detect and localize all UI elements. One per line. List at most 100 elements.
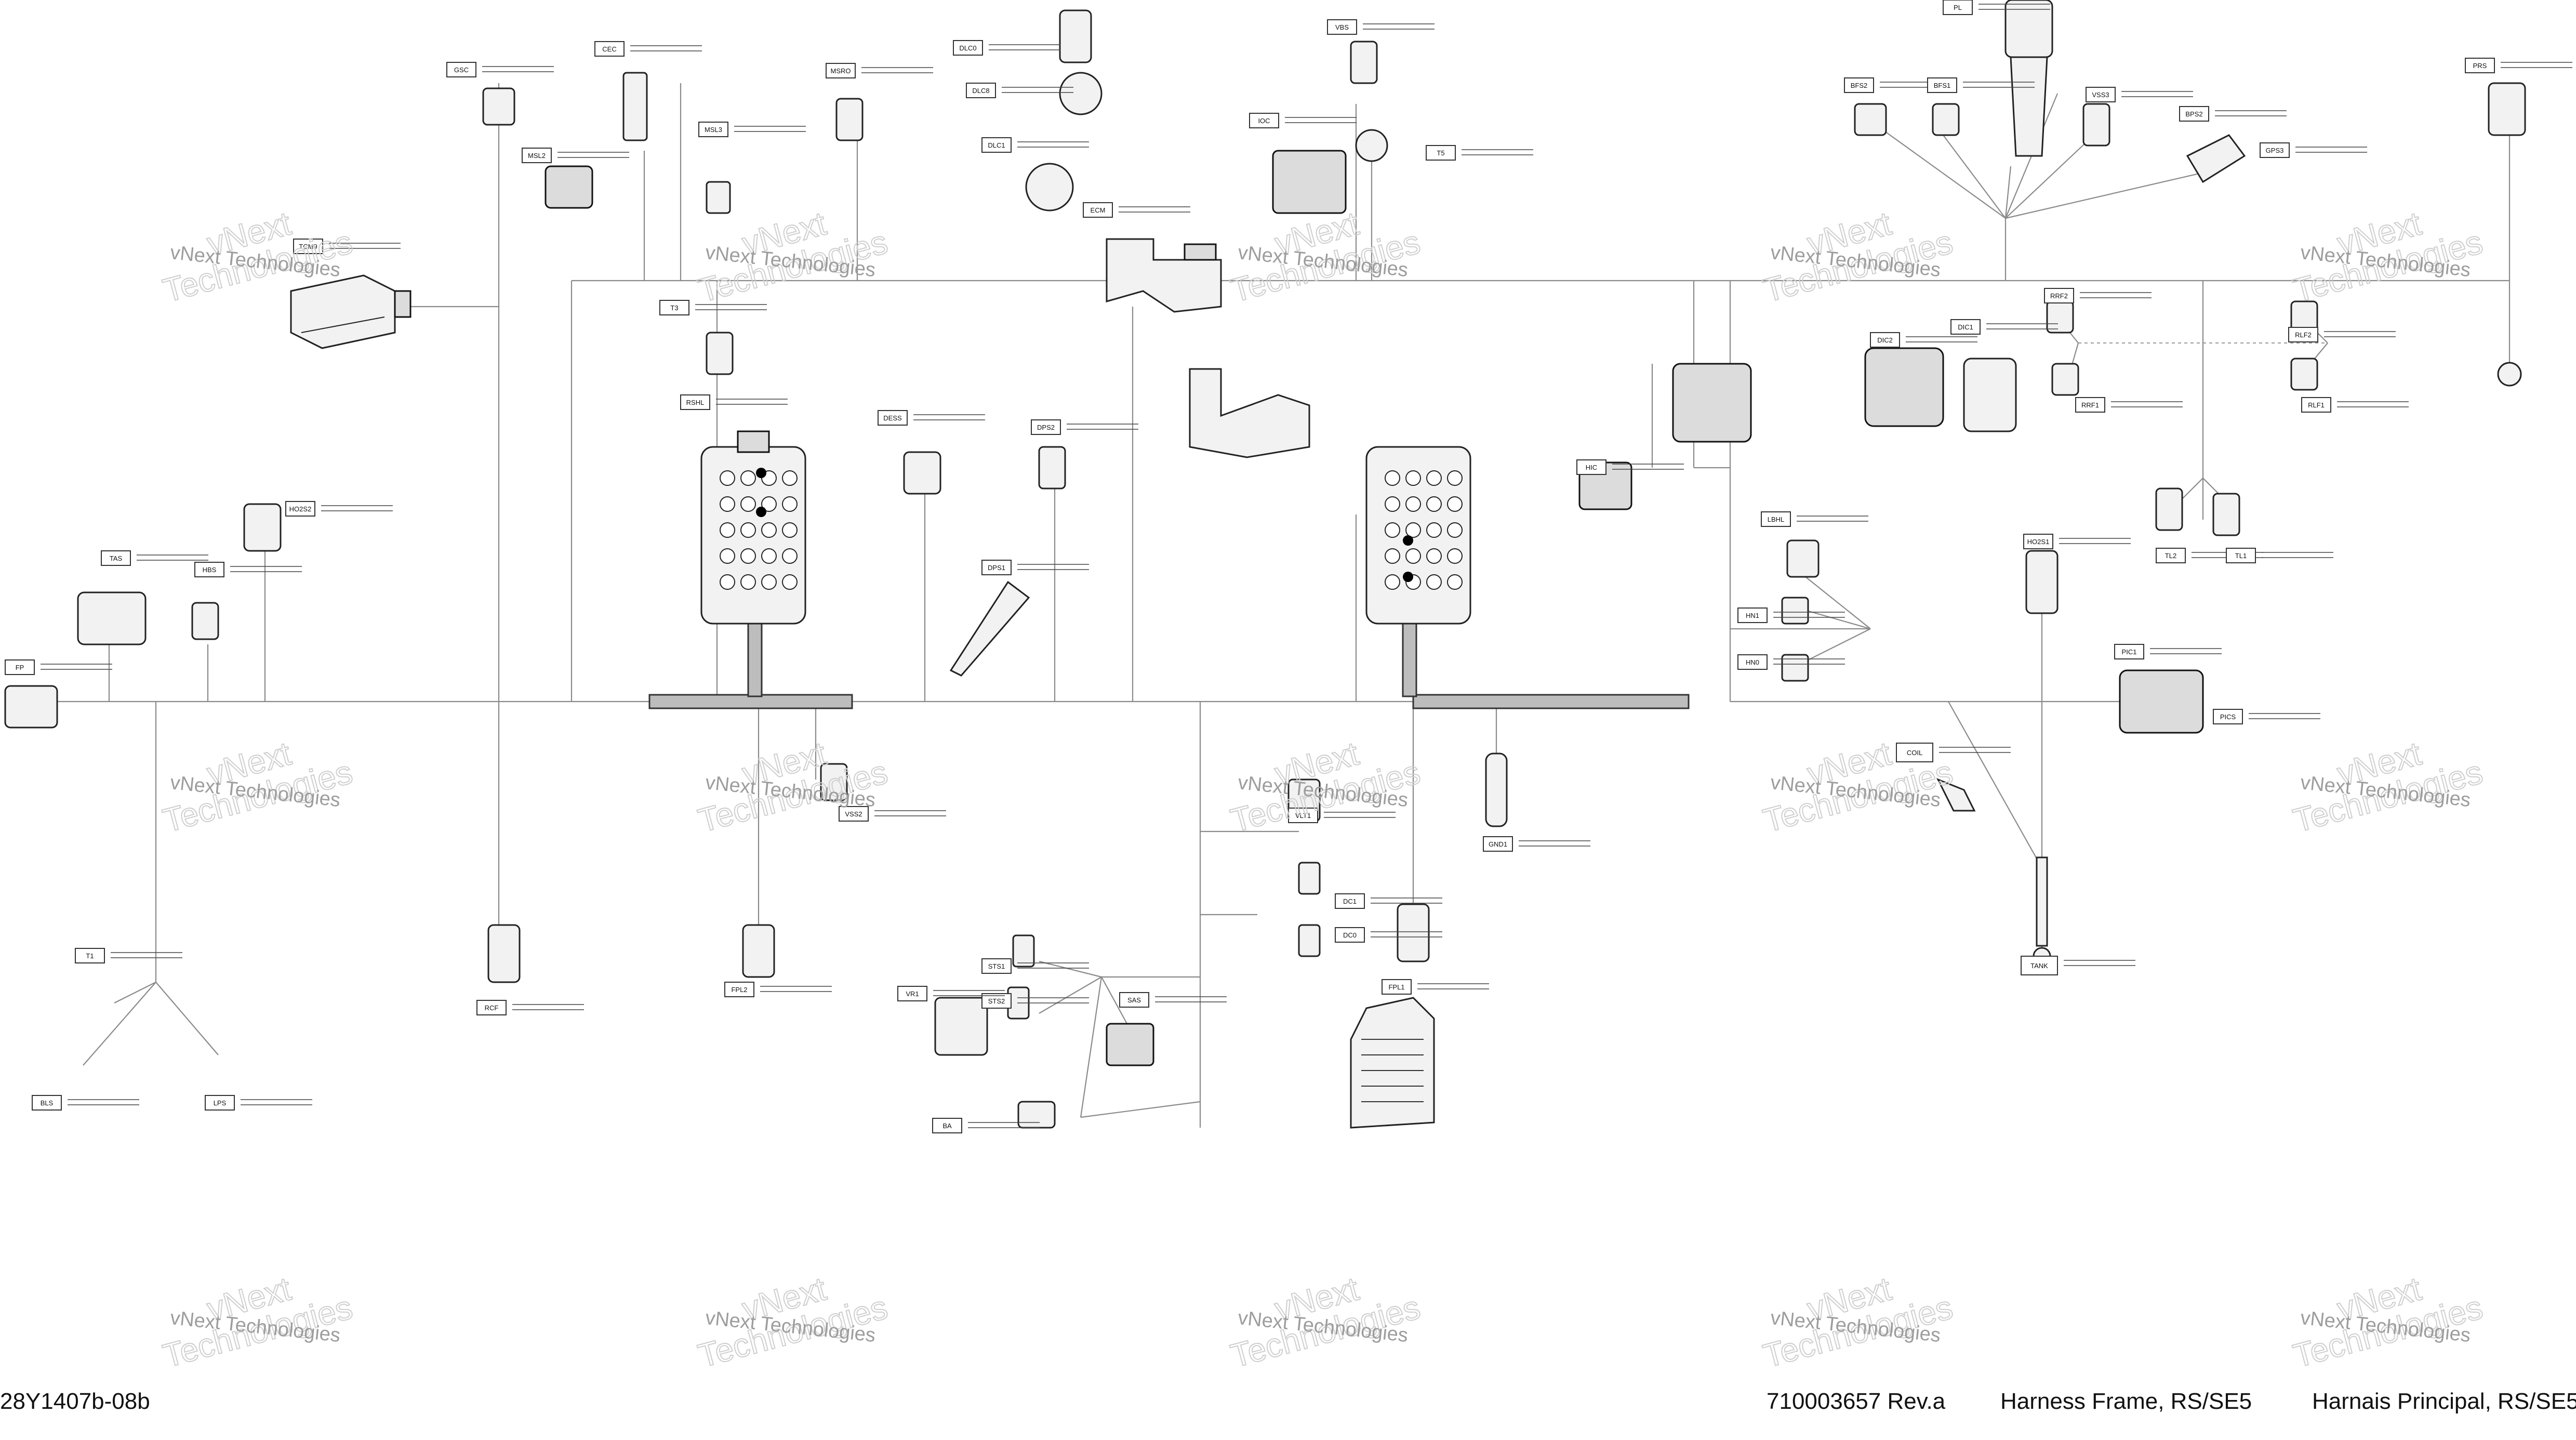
tag-dic1: DIC1 <box>1950 319 2058 335</box>
tag-dc0: DC0 <box>1335 927 1442 943</box>
rshl-connector <box>706 332 734 375</box>
tag-hn1: HN1 <box>1737 607 1845 623</box>
tag-cec: CEC <box>594 41 702 57</box>
tag-vr1: VR1 <box>897 986 1005 1001</box>
tag-dps2: DPS2 <box>1031 419 1138 435</box>
tag-label: BLS <box>41 1099 54 1107</box>
tag-vss3: VSS3 <box>2086 87 2193 102</box>
tag-tank: TANK <box>2021 956 2135 975</box>
tag-t1: T1 <box>75 948 182 963</box>
fpl1-connector <box>1397 903 1430 962</box>
ho2s1-connector <box>2025 550 2059 614</box>
tag-label: MSL3 <box>705 126 722 134</box>
dlc0-connector <box>1059 9 1092 63</box>
tank-sensor <box>2036 856 2048 947</box>
tag-ba: BA <box>932 1118 1040 1133</box>
tag-dps1: DPS1 <box>981 560 1089 575</box>
vr1-connector <box>934 997 988 1056</box>
tag-gnd1: GND1 <box>1483 836 1590 852</box>
tag-label: LPS <box>214 1099 227 1107</box>
msro-connector <box>835 98 864 141</box>
tag-label: GSC <box>454 66 469 74</box>
tag-pic1: PIC1 <box>2114 644 2222 659</box>
ioc-connector <box>1272 150 1347 214</box>
tag-rrf1: RRF1 <box>2075 397 2183 413</box>
tag-label: MSL2 <box>528 152 546 160</box>
ho2s2-connector <box>243 503 282 552</box>
tag-label: DPS1 <box>988 564 1005 572</box>
tag-dic2: DIC2 <box>1870 332 1977 348</box>
tag-label: RRF2 <box>2050 292 2068 300</box>
tag-bls: BLS <box>32 1095 139 1111</box>
tag-msl2: MSL2 <box>522 148 629 163</box>
bps2-sensor <box>2186 134 2246 183</box>
tag-label: RLF2 <box>2295 331 2312 339</box>
tag-label: FP <box>16 664 24 671</box>
tag-ho2s1: HO2S1 <box>2023 534 2131 549</box>
hn0-connector <box>1781 654 1809 682</box>
fuse-box-bracket <box>1106 238 1222 313</box>
tag-sts1: STS1 <box>981 958 1089 974</box>
tag-dess: DESS <box>878 410 985 426</box>
tag-dlc1: DLC1 <box>981 137 1089 153</box>
bfs1-switch <box>1932 103 1960 136</box>
tank-ring-terminal <box>2497 362 2522 387</box>
rcf-connector <box>487 924 521 983</box>
tag-ioc: IOC <box>1249 113 1357 128</box>
cec-connector <box>622 72 648 141</box>
tag-label: DLC8 <box>972 87 989 95</box>
tag-rlf1: RLF1 <box>2301 397 2409 413</box>
tag-label: LBHL <box>1768 516 1785 523</box>
dc0-connector <box>1298 924 1321 957</box>
tag-lps: LPS <box>205 1095 312 1111</box>
tag-gps3: GPS3 <box>2260 142 2367 158</box>
tag-label: DIC2 <box>1877 336 1893 344</box>
tag-fp: FP <box>5 659 112 675</box>
tag-label: TL1 <box>2235 552 2247 560</box>
dps1-sensor <box>949 580 1030 677</box>
tag-label: T1 <box>86 952 94 960</box>
dic2-connector <box>1864 347 1944 427</box>
tag-gsc: GSC <box>446 62 554 77</box>
tag-label: MSRO <box>831 67 851 75</box>
tag-label: PL <box>1954 4 1962 11</box>
vbs-connector <box>1350 41 1378 84</box>
tag-label: VSS3 <box>2092 91 2109 99</box>
tag-label: FPL1 <box>1388 983 1404 991</box>
connector-tags: TCM9GSCCECMSL3MSL2MSRODLC0DLC8DLC1VBSIOC… <box>5 0 2572 1133</box>
dess-connector <box>903 451 941 495</box>
dic1-connector <box>1963 358 2017 432</box>
tl2-connector <box>2155 487 2183 531</box>
tag-label: DPS2 <box>1037 424 1055 431</box>
pl-harness-sleeve <box>2010 56 2048 157</box>
tag-rrf2: RRF2 <box>2044 288 2152 303</box>
tag-msl3: MSL3 <box>698 122 806 137</box>
tag-label: BA <box>942 1122 952 1130</box>
tag-label: TAS <box>110 554 123 562</box>
relay-bracket <box>1189 368 1310 458</box>
tag-label: HO2S1 <box>2027 538 2050 546</box>
tag-label: HBS <box>203 566 217 574</box>
tag-bps2: BPS2 <box>2179 106 2287 122</box>
tag-hic: HIC <box>1576 459 1684 475</box>
tag-vss2: VSS2 <box>839 806 946 822</box>
tag-pl: PL <box>1943 0 2050 15</box>
tag-label: RLF1 <box>2308 401 2325 409</box>
tag-label: HO2S2 <box>289 505 312 513</box>
tag-t5: T5 <box>1426 145 1533 161</box>
tag-label: ECM <box>1091 206 1106 214</box>
tag-label: IOC <box>1258 117 1270 125</box>
dps2-connector <box>1038 446 1066 490</box>
dlc8-connector <box>1059 72 1103 115</box>
tag-lbhl: LBHL <box>1761 511 1868 527</box>
ecm-connector-left <box>700 430 806 625</box>
rrf2-connector <box>2046 300 2074 334</box>
tag-label: COIL <box>1907 749 1922 757</box>
tag-vbs: VBS <box>1327 19 1435 35</box>
tag-label: GPS3 <box>2266 147 2284 154</box>
wire-network <box>21 83 2511 1128</box>
tag-label: DIC1 <box>1958 323 1973 331</box>
pl-connector <box>2004 0 2053 58</box>
part-number: 710003657 Rev.a <box>1767 1389 1946 1414</box>
